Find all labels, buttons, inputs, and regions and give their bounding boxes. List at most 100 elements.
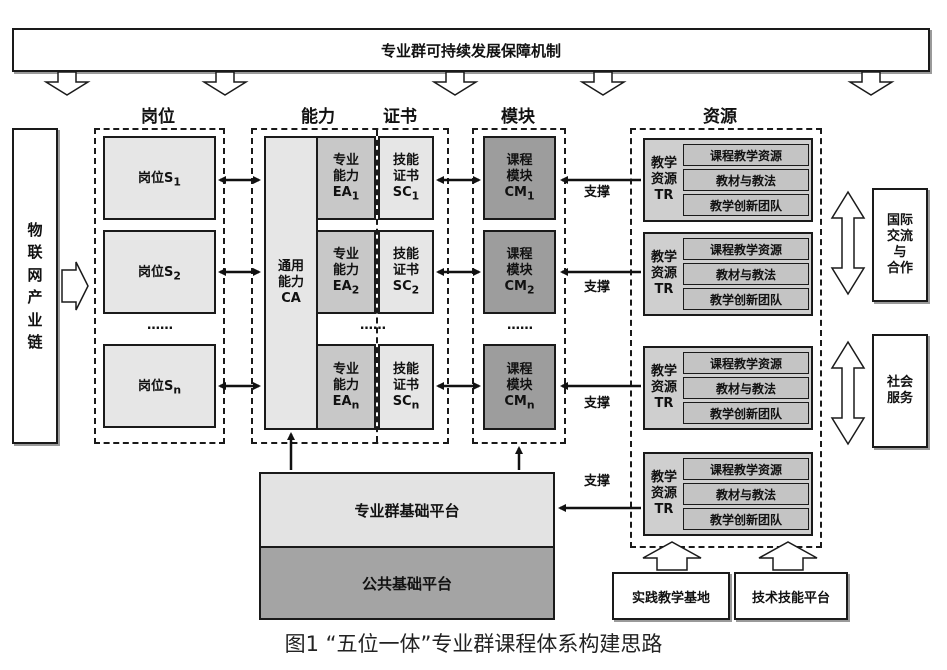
general-ability-line-1: 通用: [277, 258, 304, 274]
resource-item-course-1: 课程教学资源: [683, 144, 809, 166]
post-label-1: 岗位S1: [138, 171, 181, 189]
certificate-2-code: SC2: [392, 279, 420, 297]
social-service-box: 社会 服务: [872, 334, 928, 448]
resource-item-textbook-3: 教材与教法: [683, 377, 809, 399]
support-label-1: 支撑: [584, 185, 611, 200]
professional-platform: 专业群基础平台: [259, 472, 555, 548]
special-ability-2-line-1: 专业: [332, 246, 359, 262]
sustainable-mechanism-banner: 专业群可持续发展保障机制: [12, 28, 930, 72]
module-n-line-1: 课程: [506, 361, 533, 377]
post-ellipsis: ……: [147, 318, 173, 333]
header-resource: 资源: [703, 107, 737, 127]
module-2-line-1: 课程: [506, 246, 533, 262]
special-ability-2-line-2: 能力: [332, 262, 359, 278]
header-post: 岗位: [141, 107, 175, 127]
skills-platform-label: 技术技能平台: [751, 590, 830, 606]
industry-chain-char-5: 链: [27, 333, 43, 351]
certificate-box-n: 技能 证书 SCn: [378, 344, 434, 430]
practice-base-box: 实践教学基地: [612, 572, 730, 620]
module-2-code: CM2: [504, 279, 535, 297]
hollow-right-arrow: [61, 261, 89, 311]
module-1-line-1: 课程: [506, 152, 533, 168]
industry-chain-char-3: 产: [27, 288, 43, 306]
public-platform: 公共基础平台: [259, 546, 555, 620]
hollow-down-arrow-3: [431, 71, 479, 96]
professional-platform-label: 专业群基础平台: [354, 501, 460, 520]
post-group: [94, 128, 225, 444]
skills-platform-box: 技术技能平台: [734, 572, 848, 620]
general-ability-line-2: 能力: [277, 274, 304, 290]
special-ability-box-2: 专业 能力 EA2: [316, 230, 376, 314]
support-label-4: 支撑: [584, 474, 611, 489]
resource-item-course-4: 课程教学资源: [683, 458, 809, 480]
teaching-resource-label-1: 教学 资源 TR: [650, 155, 677, 204]
post-box-1: 岗位S1: [103, 136, 216, 220]
certificate-1-code: SC1: [392, 185, 420, 203]
industry-chain-char-2: 网: [27, 265, 43, 284]
resource-item-team-4: 教学创新团队: [683, 508, 809, 530]
special-ability-n-line-2: 能力: [332, 377, 359, 393]
hollow-down-arrow-5: [847, 71, 895, 96]
certificate-n-code: SCn: [392, 394, 420, 412]
resource-item-course-2: 课程教学资源: [683, 238, 809, 260]
module-box-n: 课程 模块 CMn: [483, 344, 556, 430]
special-ability-2-code: EA2: [332, 279, 360, 297]
certificate-2-line-1: 技能: [392, 246, 419, 262]
teaching-resource-label-4: 教学 资源 TR: [650, 469, 677, 518]
hollow-double-arrow-social: [830, 340, 866, 446]
ability-certificate-divider: [376, 130, 378, 442]
certificate-n-line-2: 证书: [392, 377, 419, 393]
teaching-resource-label-3: 教学 资源 TR: [650, 363, 677, 412]
hollow-down-arrow-4: [579, 71, 627, 96]
general-ability-box: 通用 能力 CA: [264, 136, 318, 430]
resource-item-team-3: 教学创新团队: [683, 402, 809, 424]
resource-panel-3: 教学 资源 TR 课程教学资源 教材与教法 教学创新团队: [643, 346, 813, 430]
resource-item-team-2: 教学创新团队: [683, 288, 809, 310]
module-n-line-2: 模块: [506, 377, 533, 393]
module-box-2: 课程 模块 CM2: [483, 230, 556, 314]
industry-chain-char-4: 业: [27, 310, 43, 329]
resource-panel-1: 教学 资源 TR 课程教学资源 教材与教法 教学创新团队: [643, 138, 813, 222]
certificate-2-line-2: 证书: [392, 262, 419, 278]
post-label-2: 岗位S2: [138, 265, 181, 283]
post-label-n: 岗位Sn: [137, 379, 182, 397]
resource-panel-2: 教学 资源 TR 课程教学资源 教材与教法 教学创新团队: [643, 232, 813, 316]
module-group: [472, 128, 566, 444]
module-1-line-2: 模块: [506, 168, 533, 184]
module-box-1: 课程 模块 CM1: [483, 136, 556, 220]
special-ability-1-line-1: 专业: [332, 152, 359, 168]
figure-caption: 图1 “五位一体”专业群课程体系构建思路: [284, 632, 663, 656]
certificate-1-line-1: 技能: [392, 152, 419, 168]
teaching-resource-label-2: 教学 资源 TR: [650, 249, 677, 298]
header-module: 模块: [501, 107, 535, 127]
support-label-2: 支撑: [584, 280, 611, 295]
ability-certificate-group: [251, 128, 449, 444]
certificate-1-line-2: 证书: [392, 168, 419, 184]
resource-item-team-1: 教学创新团队: [683, 194, 809, 216]
resource-panel-4: 教学 资源 TR 课程教学资源 教材与教法 教学创新团队: [643, 452, 813, 536]
header-ability: 能力: [301, 107, 335, 127]
practice-base-label: 实践教学基地: [631, 590, 710, 606]
public-platform-label: 公共基础平台: [361, 574, 452, 593]
intl-cooperation-box: 国际 交流 与 合作: [872, 188, 928, 302]
ability-ellipsis: ……: [360, 318, 386, 333]
banner-text: 专业群可持续发展保障机制: [380, 41, 561, 60]
module-2-line-2: 模块: [506, 262, 533, 278]
industry-chain-char-0: 物: [27, 220, 43, 239]
iot-industry-chain-box: 物 联 网 产 业 链: [12, 128, 58, 444]
special-ability-box-n: 专业 能力 EAn: [316, 344, 376, 430]
module-ellipsis: ……: [507, 318, 533, 333]
special-ability-1-line-2: 能力: [332, 168, 359, 184]
industry-chain-char-1: 联: [27, 243, 43, 261]
special-ability-n-code: EAn: [332, 394, 360, 412]
special-ability-n-line-1: 专业: [332, 361, 359, 377]
certificate-n-line-1: 技能: [392, 361, 419, 377]
post-box-n: 岗位Sn: [103, 344, 216, 428]
hollow-down-arrow-2: [201, 71, 249, 96]
header-certificate: 证书: [383, 107, 417, 127]
special-ability-box-1: 专业 能力 EA1: [316, 136, 376, 220]
support-label-3: 支撑: [584, 396, 611, 411]
certificate-box-1: 技能 证书 SC1: [378, 136, 434, 220]
module-n-code: CMn: [504, 394, 535, 412]
